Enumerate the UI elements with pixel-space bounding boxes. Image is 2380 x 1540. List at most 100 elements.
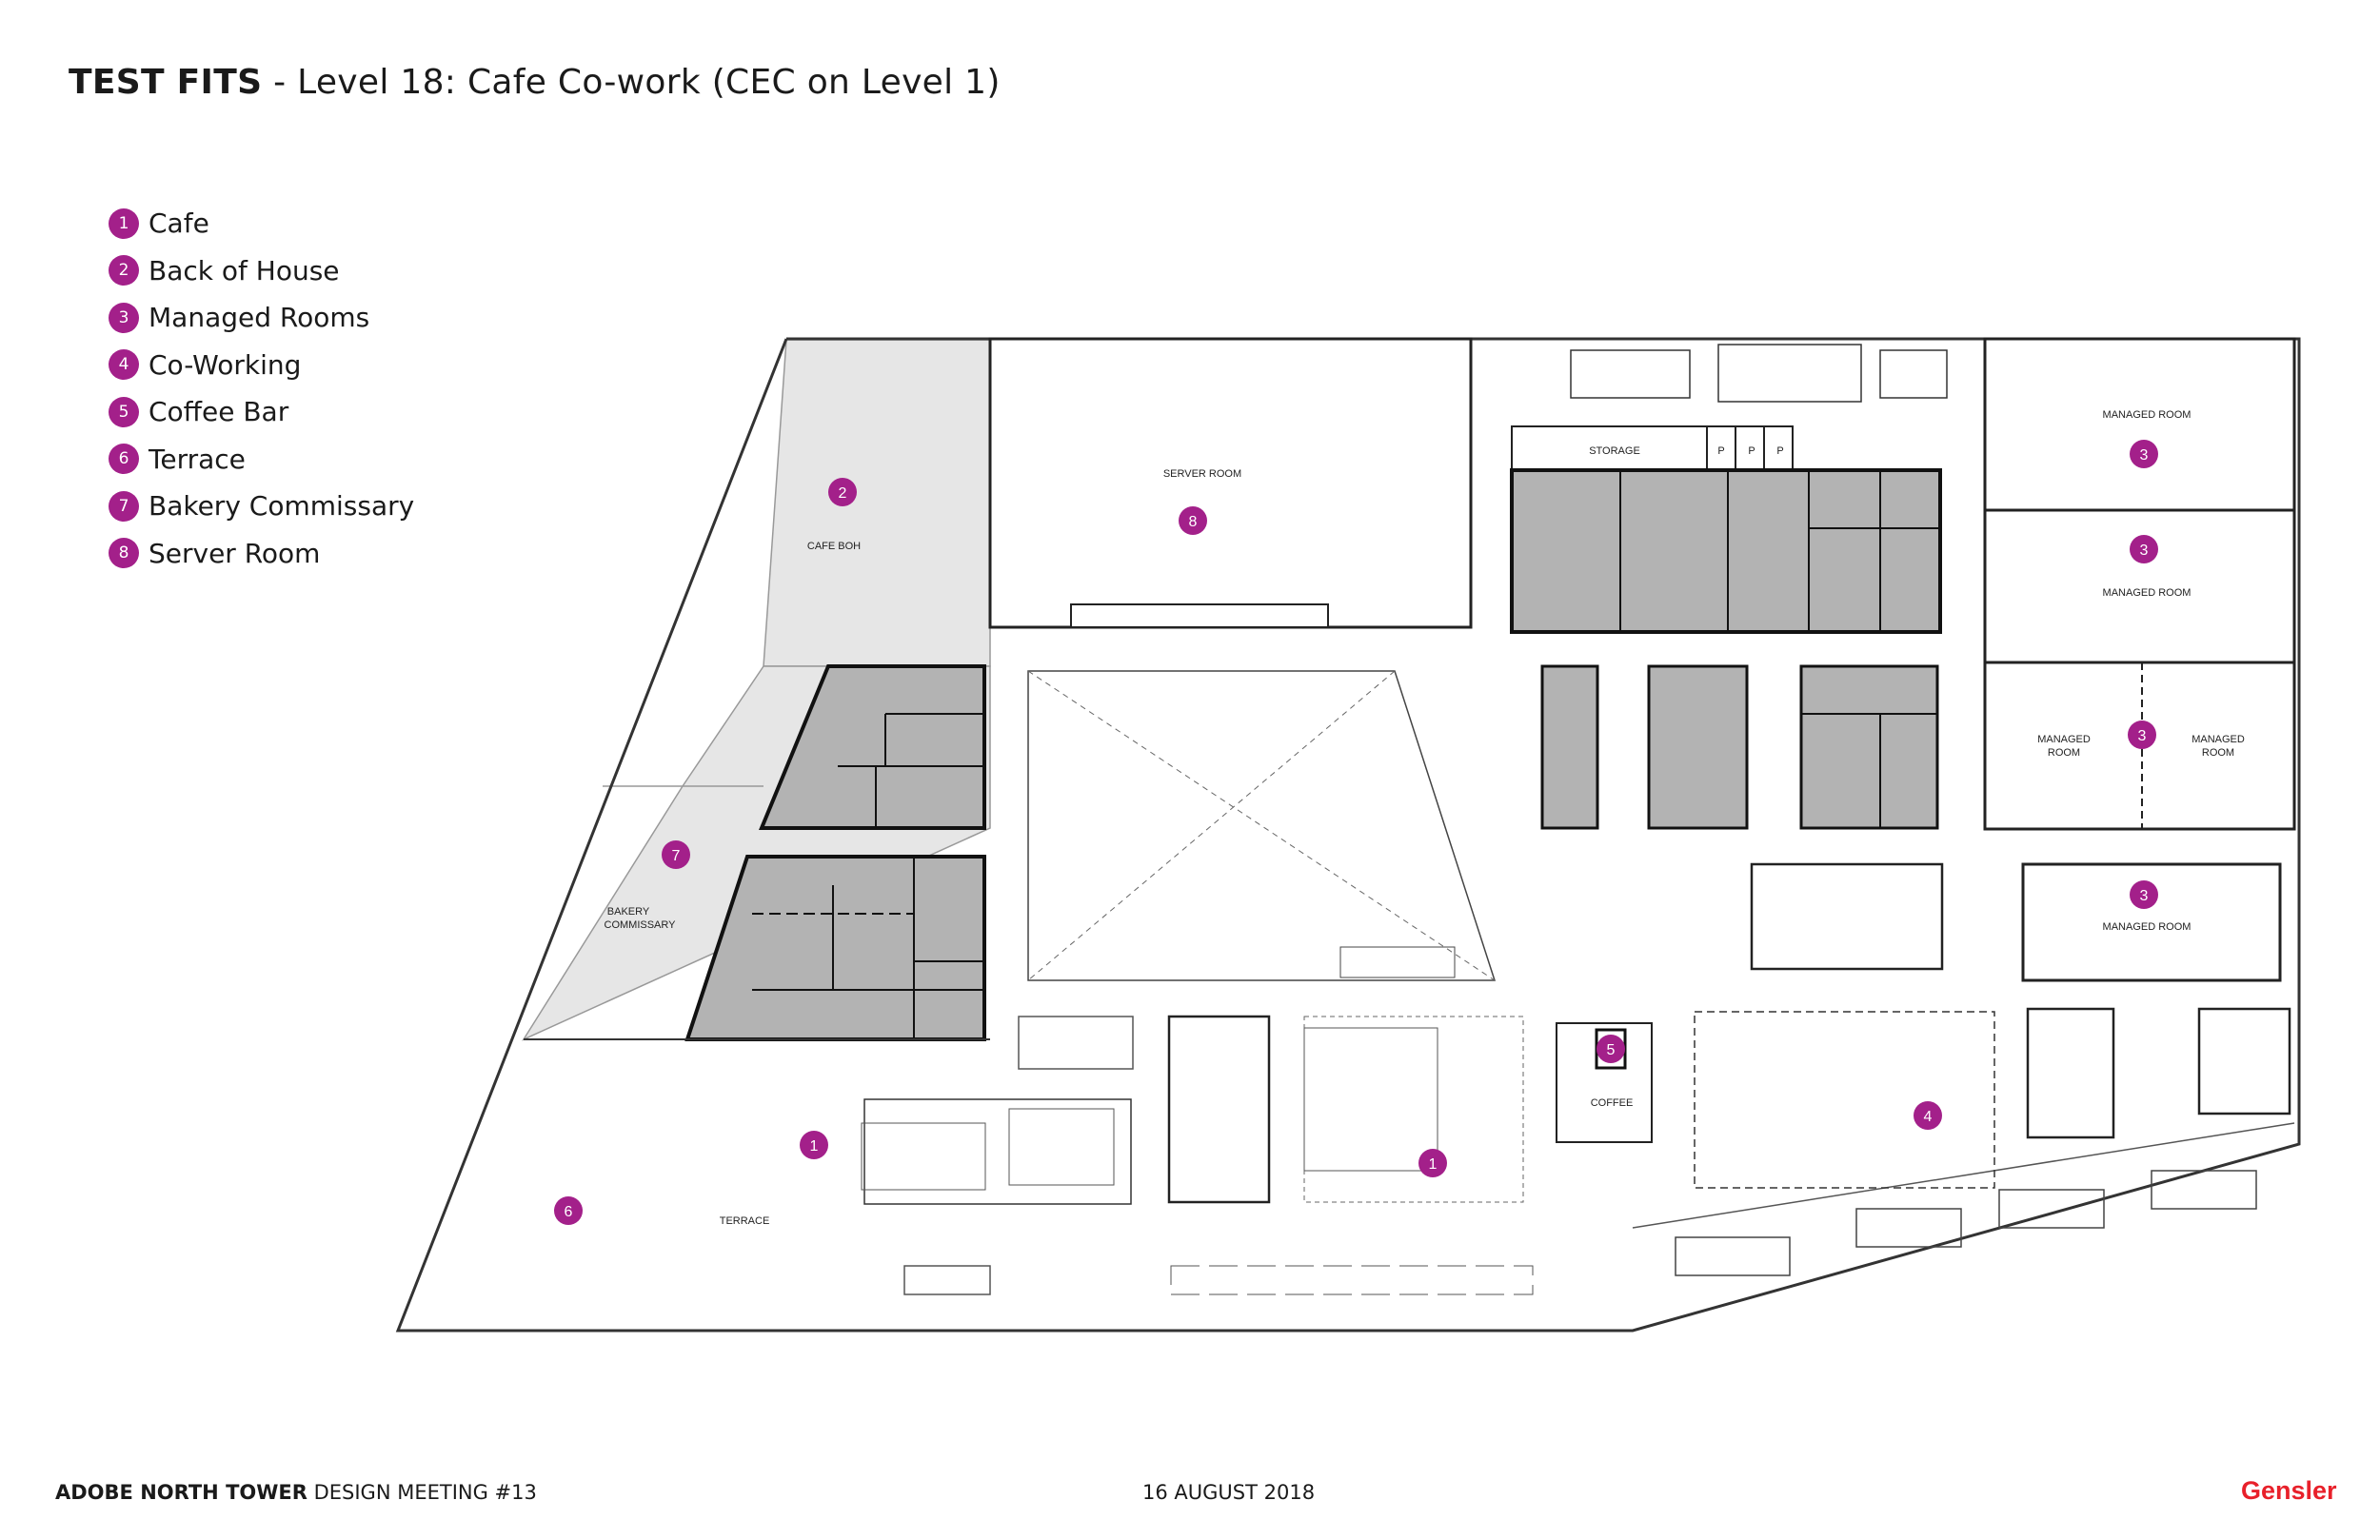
server-room [988,337,1473,629]
title-rest: - Level 18: Cafe Co-work (CEC on Level 1… [262,63,1001,102]
legend-number: 2 [109,255,139,286]
legend-item-back-of-house: 2 Back of House [109,247,414,295]
cafe-boh-area [763,339,991,667]
legend-label: Cafe [149,207,209,240]
legend-label: Coffee Bar [149,396,289,428]
legend-number: 5 [109,396,139,427]
legend-number: 4 [109,349,139,381]
marker-8: 8 [1179,506,1207,535]
workstations [1855,1208,1962,1248]
footer-project-bold: ADOBE NORTH TOWER [55,1481,307,1504]
server-racks [1070,603,1329,628]
marker-number: 7 [672,848,681,864]
legend-label: Bakery Commissary [149,490,415,523]
marker-number: 6 [565,1204,573,1220]
managed-label: MANAGED [2037,734,2091,745]
managed-room-label: MANAGED ROOM [2103,921,2192,933]
p-label: P [1717,445,1724,457]
huddle-rooms-right [2026,1007,2115,1139]
workstations [1998,1189,2105,1229]
cafe-seating-zone [1167,1015,1271,1204]
legend-item-coffee-bar: 5 Coffee Bar [109,388,414,436]
commissary-label: COMMISSARY [605,919,677,931]
marker-number: 3 [2140,543,2149,559]
managed-room-1 [1983,337,2296,512]
co-working-enclosure [1694,1011,1995,1189]
legend-number: 7 [109,490,139,522]
marker-number: 1 [810,1138,819,1155]
title-bold: TEST FITS [69,63,263,102]
core-room [1799,664,1939,830]
huddle-rooms [1750,862,1944,971]
huddle-rooms-right [2197,1007,2291,1116]
terrace-bench [903,1265,991,1295]
legend-label: Back of House [149,254,340,286]
curtain-wall [1632,1122,2295,1229]
cafe-seating-zone [863,1098,1132,1205]
footer-date: 16 AUGUST 2018 [1142,1481,1316,1504]
managed-room-2 [1983,508,2296,664]
cafe-boh-label: CAFE BOH [807,541,861,552]
marker-3: 3 [2128,721,2156,749]
legend-number: 1 [109,207,139,239]
managed-room-label: MANAGED ROOM [2103,587,2192,599]
page-title: TEST FITS - Level 18: Cafe Co-work (CEC … [69,63,1001,102]
legend-item-terrace: 6 Terrace [109,436,414,484]
kitchen-block-upper [759,664,986,830]
legend-label: Co-Working [149,348,302,381]
legend-item-cafe: 1 Cafe [109,200,414,247]
marker-4: 4 [1914,1101,1942,1130]
core-room [1540,664,1599,830]
legend-item-server-room: 8 Server Room [109,530,414,578]
marker-7: 7 [662,840,690,869]
legend-item-bakery-commissary: 7 Bakery Commissary [109,483,414,530]
dining-tables [1303,1027,1438,1172]
marker-1: 1 [1418,1149,1447,1177]
meeting-table [1717,344,1862,403]
core-rooms [1510,468,1942,634]
storage-label: STORAGE [1589,445,1640,457]
marker-number: 4 [1924,1109,1933,1125]
marker-3: 3 [2130,535,2158,563]
legend-label: Server Room [149,537,321,569]
marker-number: 8 [1189,514,1198,530]
core-room [1647,664,1749,830]
room-label: ROOM [2202,747,2234,759]
marker-number: 3 [2140,447,2149,464]
marker-number: 2 [839,485,847,502]
footer-project: ADOBE NORTH TOWER DESIGN MEETING #13 [55,1481,537,1504]
dining-tables [1008,1108,1115,1186]
workstations [2151,1170,2257,1210]
marker-3: 3 [2130,440,2158,468]
marker-6: 6 [554,1196,583,1225]
stair [1339,946,1456,978]
meeting-table [1879,349,1948,399]
managed-room-3 [1983,661,2296,831]
legend-number: 8 [109,538,139,569]
legend-number: 6 [109,444,139,475]
brand-logo: Gensler [2241,1476,2337,1505]
server-room-label: SERVER ROOM [1163,468,1241,480]
workstations [1675,1236,1791,1276]
marker-2: 2 [828,478,857,506]
marker-number: 3 [2138,728,2147,744]
legend-label: Terrace [149,443,246,475]
marker-number: 5 [1607,1042,1616,1058]
atrium-diagonal [1027,670,1396,981]
terrace-bench [1170,1265,1534,1295]
terrace-label: TERRACE [720,1215,770,1227]
legend-item-co-working: 4 Co-Working [109,342,414,389]
p-label: P [1748,445,1755,457]
managed-room-4 [2021,862,2282,982]
dining-tables [861,1122,986,1191]
marker-number: 1 [1429,1156,1438,1173]
coffee-label: COFFEE [1591,1097,1634,1109]
bakery-label: BAKERY [607,906,650,918]
marker-number: 3 [2140,888,2149,904]
coffee-bar [1556,1022,1653,1143]
dining-tables [1018,1016,1134,1070]
managed-room-label: MANAGED ROOM [2103,409,2192,421]
